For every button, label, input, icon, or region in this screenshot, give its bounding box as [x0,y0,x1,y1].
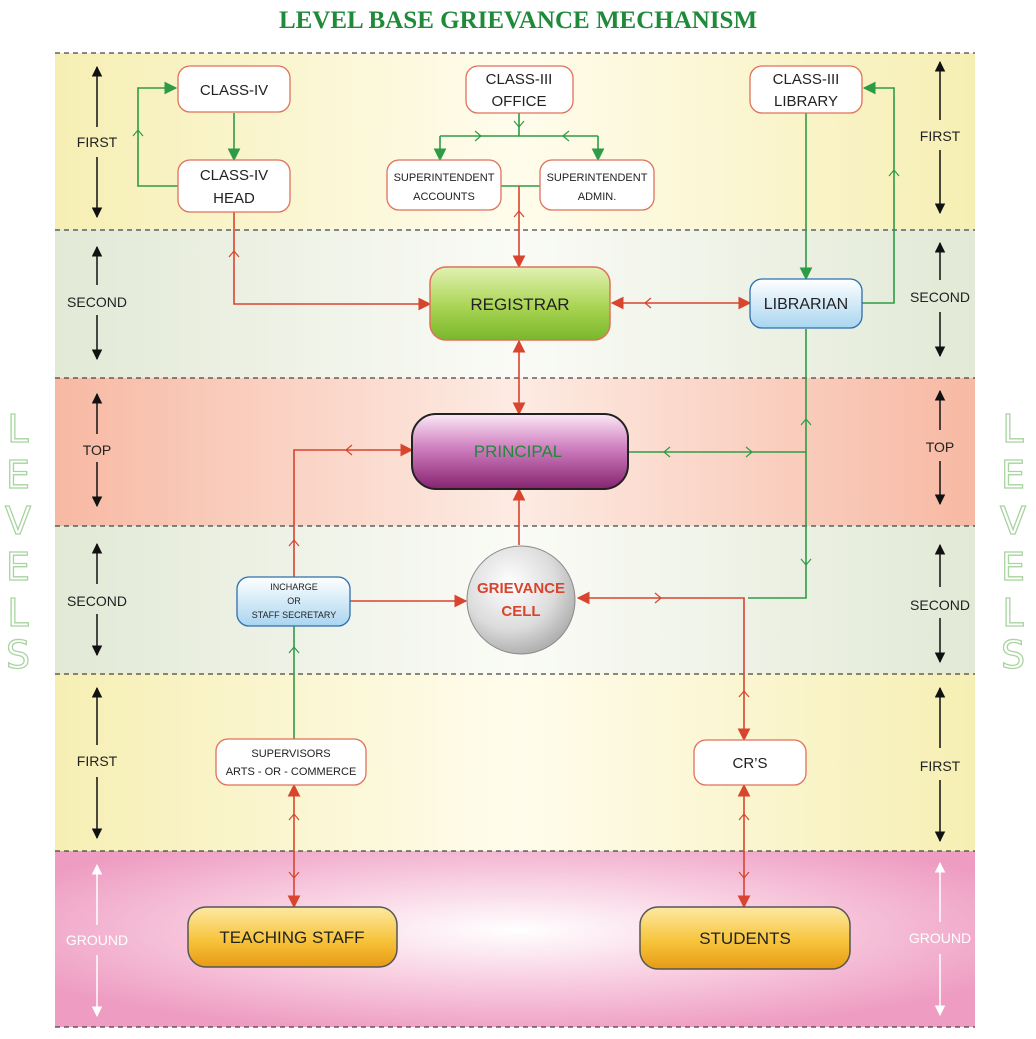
connector-chevron [474,130,482,142]
node-label: INCHARGE [270,582,318,592]
node-label: STUDENTS [699,929,791,948]
node-label: ACCOUNTS [413,191,475,203]
level-label-ground: GROUND [66,932,128,948]
node-class-iv: CLASS-IV [177,65,291,113]
node-label: ADMIN. [578,191,617,203]
side-letter: E [6,545,30,589]
node-superintendent-admin: SUPERINTENDENT ADMIN. [539,159,655,211]
side-letter: S [1001,633,1025,677]
node-incharge: INCHARGE OR STAFF SECRETARY [236,576,351,627]
level-label-first: FIRST [77,753,118,769]
connector [293,443,414,577]
node-label: OFFICE [492,93,547,110]
connector-chevron [738,871,750,879]
node-class-iv-head: CLASS-IV HEAD [177,159,291,213]
connector-chevron [738,690,750,698]
node-crs: CR’S [693,739,807,786]
node-label: CELL [501,603,540,620]
node-label: STAFF SECRETARY [252,610,337,620]
node-label: PRINCIPAL [474,442,563,461]
connector-chevron [800,558,812,566]
connector-chevron [562,130,570,142]
node-label: SUPERVISORS [251,748,330,760]
side-letter: L [1002,591,1023,635]
connector [862,81,895,304]
node-label: REGISTRAR [470,295,569,314]
connector-chevron [513,210,525,218]
node-label: CLASS-III [486,71,553,88]
connector [233,212,432,311]
connector-chevron [288,539,300,547]
node-superintendent-accounts: SUPERINTENDENT ACCOUNTS [386,159,502,211]
node-grievance-cell: GRIEVANCE CELL [466,545,576,655]
connector-chevron [228,250,240,258]
connector-chevron [654,592,662,604]
node-class-iii-office: CLASS-III OFFICE [465,65,574,114]
side-label-right: L E V E L S [999,406,1026,677]
node-label: TEACHING STAFF [219,928,364,947]
side-letter: S [6,633,30,677]
level-label-second: SECOND [910,289,970,305]
side-letter: E [6,453,30,497]
level-label-top: TOP [83,442,112,458]
level-label-second: SECOND [67,294,127,310]
node-class-iii-library: CLASS-III LIBRARY [749,65,863,114]
connector-chevron [132,129,144,137]
node-label: SUPERINTENDENT [547,172,648,184]
side-label-left: L E V E L S [4,406,31,677]
node-supervisors: SUPERVISORS ARTS - OR - COMMERCE [215,738,367,786]
node-label: LIBRARIAN [764,296,848,313]
connector-chevron [644,297,652,309]
connector-chevron [738,813,750,821]
side-letter: L [7,407,28,451]
connector-chevron [345,444,353,456]
node-label: CR’S [732,755,767,772]
connector-chevron [800,418,812,426]
band-first-bottom [55,674,975,851]
node-label: GRIEVANCE [477,580,565,597]
side-letter: V [1000,499,1026,543]
level-label-first: FIRST [920,128,961,144]
node-label: HEAD [213,190,255,207]
node-label: CLASS-IV [200,82,268,99]
side-letter: E [1001,545,1025,589]
node-students: STUDENTS [639,906,851,970]
level-label-first: FIRST [77,134,118,150]
side-letter: V [5,499,31,543]
level-label-first: FIRST [920,758,961,774]
connectors [132,81,900,909]
level-label-second: SECOND [67,593,127,609]
level-label-top: TOP [926,439,955,455]
node-label: CLASS-III [773,71,840,88]
node-principal: PRINCIPAL [411,413,629,490]
node-label: LIBRARY [774,93,838,110]
level-markers-left: FIRST SECOND TOP SECOND FIRST GROUND [66,65,128,1018]
level-label-second: SECOND [910,597,970,613]
side-letter: E [1001,453,1025,497]
connector-chevron [288,871,300,879]
connector-chevron [288,813,300,821]
connector-chevron [663,446,671,458]
node-label: CLASS-IV [200,167,268,184]
connector-chevron [513,120,525,128]
level-markers-right: FIRST SECOND TOP SECOND FIRST GROUND [909,60,971,1017]
node-registrar: REGISTRAR [429,266,611,341]
connector-chevron [745,446,753,458]
level-label-ground: GROUND [909,930,971,946]
connector [137,81,178,187]
side-letter: L [7,591,28,635]
side-letter: L [1002,407,1023,451]
connector-chevron [888,169,900,177]
node-label: OR [287,596,301,606]
connector [576,591,751,742]
node-librarian: LIBRARIAN [749,278,863,329]
connector-chevron [288,646,300,654]
node-label: ARTS - OR - COMMERCE [226,766,357,778]
node-label: SUPERINTENDENT [394,172,495,184]
diagram-title: LEVEL BASE GRIEVANCE MECHANISM [279,7,757,34]
node-teaching-staff: TEACHING STAFF [187,906,398,968]
